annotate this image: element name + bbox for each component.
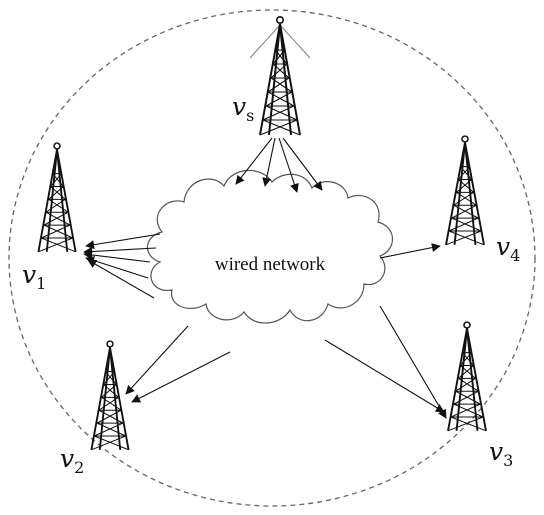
edge-cloud-v4 (379, 243, 441, 259)
tower-v1-icon (37, 142, 77, 253)
edge-vs-cloud (278, 137, 299, 193)
edge-cloud-v2 (125, 325, 189, 395)
node-label-v2: v2 (60, 444, 84, 477)
signal-lines (249, 24, 311, 59)
edge-cloud-v1 (85, 233, 161, 250)
tower-vs-icon (259, 15, 301, 136)
edge-cloud-v2 (131, 351, 231, 403)
tower-v3-icon (447, 321, 487, 432)
wired-network-cloud (146, 169, 394, 324)
cloud-label: wired network (215, 254, 326, 275)
edge-cloud-v3 (324, 339, 445, 413)
edge-cloud-v1 (87, 259, 155, 299)
edge-cloud-v3 (379, 305, 447, 419)
edge-cloud-v1 (83, 247, 157, 257)
node-label-v3: v3 (489, 437, 513, 470)
edge-cloud-v1 (83, 250, 151, 263)
edges (83, 137, 447, 419)
tower-v2-icon (90, 340, 130, 451)
node-label-v4: v4 (496, 232, 520, 265)
coverage-boundary (8, 9, 536, 507)
edge-vs-cloud (262, 137, 276, 187)
edge-vs-cloud (282, 137, 323, 191)
edge-vs-cloud (235, 137, 273, 185)
node-label-v1: v1 (22, 260, 46, 293)
node-label-vs: vs (232, 92, 254, 125)
tower-v4-icon (445, 135, 485, 246)
